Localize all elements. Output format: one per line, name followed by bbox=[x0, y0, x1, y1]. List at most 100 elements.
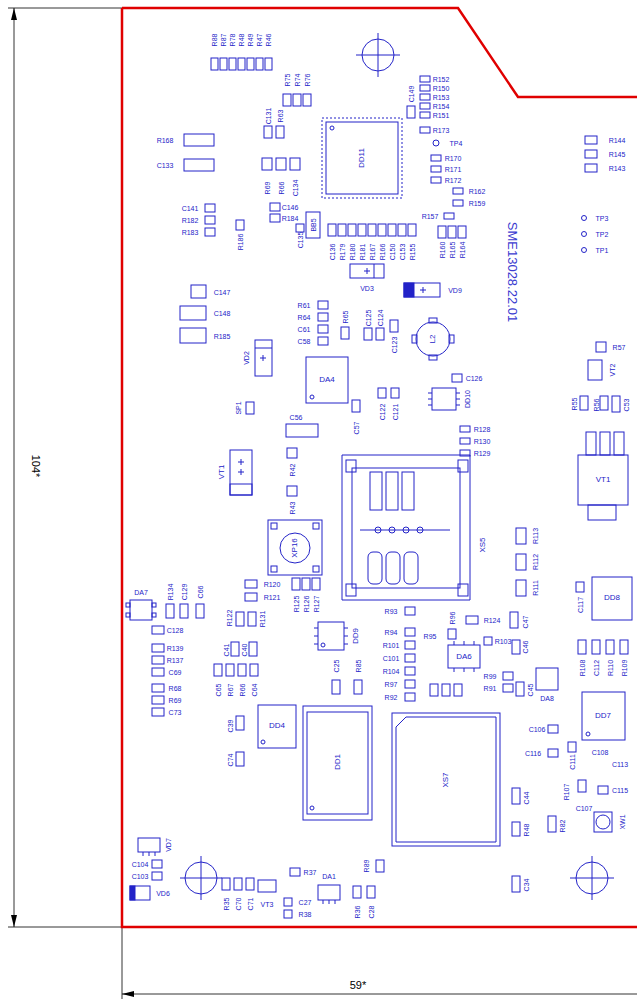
ref-designator: R65 bbox=[342, 311, 349, 324]
label-anchor: R180 bbox=[349, 244, 356, 261]
label-anchor: C64 bbox=[251, 684, 258, 697]
ref-designator: VT2 bbox=[609, 364, 616, 377]
ref-designator: C25 bbox=[333, 660, 340, 673]
label-anchor: R107 bbox=[563, 784, 570, 801]
label-anchor: R108 bbox=[579, 660, 586, 677]
ref-designator: C56 bbox=[290, 414, 303, 421]
label-anchor: VT2 bbox=[609, 364, 616, 377]
label-anchor: C107 bbox=[576, 805, 593, 812]
ref-designator: DA8 bbox=[540, 695, 554, 702]
ref-designator: C73 bbox=[169, 709, 182, 716]
dimension: 59* bbox=[350, 980, 367, 991]
ref-designator: R153 bbox=[433, 94, 450, 101]
label-anchor: R103 bbox=[495, 638, 512, 645]
ref-designator: R170 bbox=[445, 155, 462, 162]
ref-designator: C135 bbox=[297, 232, 304, 249]
label-anchor: R43 bbox=[289, 502, 296, 515]
ref-designator: XW1 bbox=[619, 814, 626, 829]
label-anchor: C115 bbox=[612, 787, 628, 794]
ref-designator: C122 bbox=[379, 404, 386, 421]
label-anchor: C125 bbox=[365, 310, 372, 327]
label-anchor: VT3 bbox=[261, 901, 274, 908]
label-anchor: R159 bbox=[469, 200, 486, 207]
label-anchor: DD7 bbox=[595, 712, 611, 720]
label-anchor: R182 bbox=[182, 217, 199, 224]
label-anchor: VT1 bbox=[218, 465, 226, 480]
label-anchor: R69 bbox=[169, 697, 182, 704]
ref-designator: R87 bbox=[220, 34, 227, 47]
label-anchor: DD9 bbox=[352, 628, 360, 644]
label-anchor: VD9 bbox=[448, 287, 462, 294]
ref-designator: R111 bbox=[532, 580, 539, 596]
label-anchor: C148 bbox=[214, 310, 231, 317]
ref-designator: C131 bbox=[265, 108, 272, 125]
label-anchor: R48 bbox=[523, 824, 530, 837]
ref-designator: C121 bbox=[392, 404, 399, 421]
label-anchor: R121 bbox=[264, 594, 281, 601]
label-anchor: SP1 bbox=[235, 401, 242, 414]
ref-designator: VT1 bbox=[596, 476, 611, 484]
label-anchor: R69 bbox=[264, 182, 271, 195]
label-anchor: R55 bbox=[571, 398, 578, 411]
ref-designator: R46 bbox=[265, 34, 272, 47]
ref-designator: R94 bbox=[385, 629, 398, 636]
ref-designator: R76 bbox=[304, 74, 311, 87]
label-anchor: R134 bbox=[167, 584, 174, 601]
label-anchor: R49 bbox=[247, 34, 254, 47]
label-anchor: R68 bbox=[169, 685, 182, 692]
label-anchor: C69 bbox=[169, 669, 182, 676]
ref-designator: R167 bbox=[369, 244, 376, 261]
label-anchor: C73 bbox=[169, 709, 182, 716]
ref-designator: R160 bbox=[439, 242, 446, 259]
ref-designator: C46 bbox=[522, 641, 529, 654]
ref-designator: DD4 bbox=[269, 722, 285, 730]
label-anchor: VD6 bbox=[156, 890, 170, 897]
ref-designator: R89 bbox=[363, 860, 370, 873]
ref-designator: R57 bbox=[613, 344, 626, 351]
label-anchor: C121 bbox=[392, 404, 399, 421]
label-anchor: R96 bbox=[449, 612, 456, 625]
label-anchor: C34 bbox=[523, 879, 530, 892]
label-anchor: C123 bbox=[391, 337, 398, 354]
label-anchor: C153 bbox=[399, 244, 406, 261]
ref-designator: C65 bbox=[215, 684, 222, 697]
label-anchor: C149 bbox=[408, 86, 415, 103]
label-anchor: R131 bbox=[259, 611, 266, 628]
ref-designator: R129 bbox=[474, 450, 491, 457]
label-anchor: R160 bbox=[439, 242, 446, 259]
label-anchor: SME13028.22.01 bbox=[506, 222, 519, 322]
label-anchor: DA1 bbox=[322, 873, 336, 880]
label-anchor: DD11 bbox=[358, 148, 366, 168]
ref-designator: C61 bbox=[298, 326, 311, 333]
ref-designator: XP16 bbox=[291, 538, 299, 558]
ref-designator: R159 bbox=[469, 200, 486, 207]
ref-designator: C66 bbox=[197, 586, 204, 599]
label-anchor: C25 bbox=[333, 660, 340, 673]
label-anchor: L2 bbox=[429, 335, 437, 344]
label-anchor: DD4 bbox=[269, 722, 285, 730]
ref-designator: C58 bbox=[298, 338, 311, 345]
label-anchor: C112 bbox=[593, 660, 600, 676]
ref-designator: R48 bbox=[238, 34, 245, 47]
ref-designator: C40 bbox=[241, 644, 248, 657]
ref-designator: R125 bbox=[293, 596, 300, 613]
label-anchor: R74 bbox=[294, 74, 301, 87]
label-anchor: VD2 bbox=[243, 351, 250, 365]
label-anchor: C66 bbox=[197, 586, 204, 599]
label-anchor: C56 bbox=[290, 414, 303, 421]
ref-designator: R137 bbox=[167, 657, 184, 664]
label-anchor: C135 bbox=[297, 232, 304, 249]
label-anchor: R91 bbox=[484, 685, 497, 692]
ref-designator: R108 bbox=[579, 660, 586, 677]
ref-designator: C108 bbox=[592, 749, 609, 756]
label-anchor: R124 bbox=[484, 617, 501, 624]
ref-designator: C117 bbox=[577, 597, 584, 613]
ref-designator: C111 bbox=[569, 754, 576, 770]
label-anchor: R110 bbox=[607, 660, 614, 676]
label-anchor: R95 bbox=[424, 633, 437, 640]
label-anchor: C57 bbox=[353, 422, 360, 435]
ref-designator: C134 bbox=[292, 180, 299, 197]
label-anchor: R151 bbox=[433, 112, 450, 119]
label-anchor: C108 bbox=[592, 749, 609, 756]
ref-designator: C47 bbox=[522, 616, 529, 629]
